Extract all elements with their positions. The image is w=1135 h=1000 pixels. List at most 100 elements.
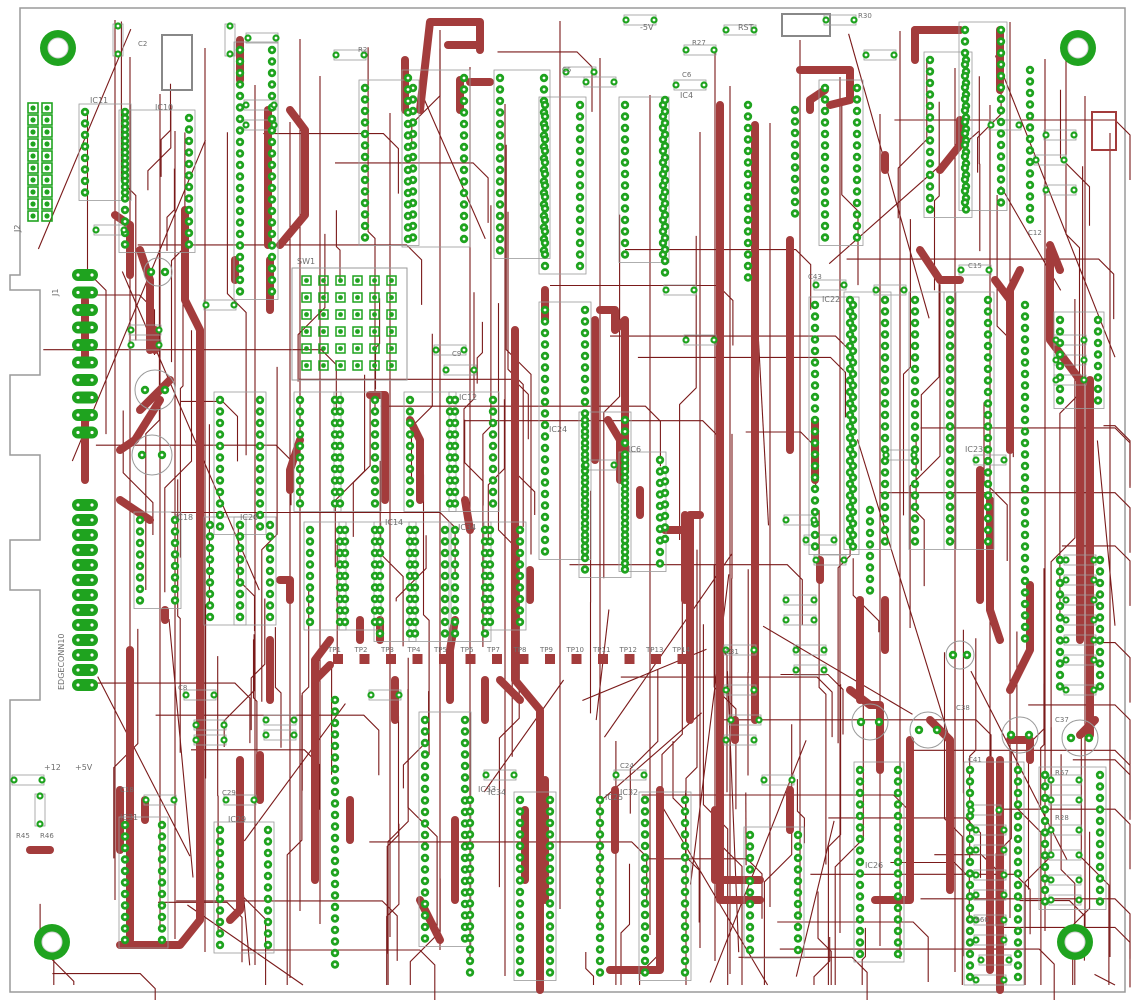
pad-hole <box>848 425 852 428</box>
test-point-label: TP13 <box>645 646 663 654</box>
pad-hole <box>548 833 552 836</box>
pad-hole <box>38 794 42 798</box>
pad-hole <box>796 925 800 929</box>
pad-hole <box>1049 898 1053 902</box>
pad-hole <box>623 207 627 210</box>
finger-hole <box>90 430 94 435</box>
pad-hole <box>338 433 342 436</box>
regulator-outline <box>1091 111 1117 151</box>
pad-hole <box>986 298 990 302</box>
pad-hole <box>378 620 382 624</box>
pad-hole <box>408 421 412 425</box>
pad-hole <box>413 620 417 624</box>
finger-hole <box>76 623 80 627</box>
pad-hole <box>543 469 547 473</box>
pad-hole <box>218 851 222 855</box>
pad-hole <box>266 909 270 912</box>
ic-label: IC6 <box>628 445 641 454</box>
signal-trace <box>920 283 940 471</box>
pad-hole <box>194 723 198 727</box>
pad-hole <box>902 288 906 292</box>
pad-hole <box>896 826 900 829</box>
switch-outline <box>291 267 408 381</box>
pad-hole <box>578 195 582 199</box>
pad-hole <box>663 121 667 125</box>
pad-hole <box>411 213 415 216</box>
pad-hole <box>187 174 191 177</box>
pad-hole <box>453 586 457 589</box>
pad-hole <box>1072 188 1076 192</box>
test-point-label: TP3 <box>380 646 394 654</box>
pad-hole <box>583 510 587 514</box>
finger-hole <box>76 518 80 522</box>
pad-hole <box>1043 877 1047 880</box>
ic-outline <box>743 826 805 959</box>
pad-hole <box>187 128 191 131</box>
pad-hole <box>373 479 377 482</box>
pad-hole <box>218 525 222 528</box>
pad-hole <box>796 879 800 883</box>
pad-hole <box>823 178 827 182</box>
switch-pad <box>318 360 329 371</box>
pad-hole <box>598 833 602 836</box>
pad-hole <box>338 467 342 471</box>
pad-hole <box>116 24 120 28</box>
pad-hole <box>228 24 232 28</box>
signal-trace <box>550 284 734 346</box>
pad-hole <box>583 533 587 537</box>
switch-dot <box>321 346 326 351</box>
pad-hole <box>238 592 242 596</box>
pad-hole <box>491 467 495 471</box>
pad-hole <box>123 110 127 114</box>
pad-hole <box>218 421 222 425</box>
switch-dot <box>389 295 394 300</box>
pad-hole <box>963 155 967 158</box>
pad-hole <box>333 490 337 494</box>
pad-hole <box>373 620 377 624</box>
finger-hole <box>90 638 94 642</box>
pad-hole <box>858 883 862 887</box>
pad-hole <box>453 490 457 494</box>
header-pin <box>41 198 53 210</box>
pad-hole <box>378 551 382 555</box>
pad-hole <box>1028 126 1032 129</box>
pad-hole <box>968 975 972 979</box>
pad-hole <box>266 920 270 924</box>
pad-hole <box>264 733 268 737</box>
pad-hole <box>443 597 447 601</box>
finger-hole <box>76 593 80 597</box>
pad-hole <box>453 456 457 459</box>
finger-hole <box>90 378 94 382</box>
pad-hole <box>948 436 952 440</box>
pad-hole <box>462 226 466 229</box>
pad-hole <box>518 856 522 859</box>
pad-hole <box>623 126 627 130</box>
resistor-label: R46 <box>40 832 54 840</box>
pad-hole <box>851 464 855 468</box>
pad-hole <box>423 845 427 848</box>
pad-hole <box>543 218 547 222</box>
pad-hole <box>543 172 547 176</box>
pad-hole <box>238 569 242 573</box>
pad-hole <box>408 540 412 543</box>
pad-hole <box>1023 625 1027 629</box>
pad-hole <box>157 328 161 332</box>
electrolytic-cap <box>945 640 975 670</box>
pad-hole <box>748 925 752 929</box>
pad-hole <box>362 53 366 57</box>
switch-dot <box>338 278 343 283</box>
pad-hole <box>858 941 862 944</box>
pad-hole <box>663 98 667 102</box>
pad-hole <box>658 527 662 531</box>
pad-hole <box>83 122 87 125</box>
signal-trace <box>187 904 304 986</box>
cap-label: C9 <box>452 350 461 358</box>
pad-hole <box>883 494 887 497</box>
pad-hole <box>963 86 967 89</box>
pad-hole <box>1058 364 1062 368</box>
mount-hole <box>42 932 62 952</box>
pad-hole <box>453 563 457 566</box>
ic-outline <box>808 296 860 555</box>
pad-hole <box>864 53 868 57</box>
pad-hole <box>1043 785 1047 788</box>
